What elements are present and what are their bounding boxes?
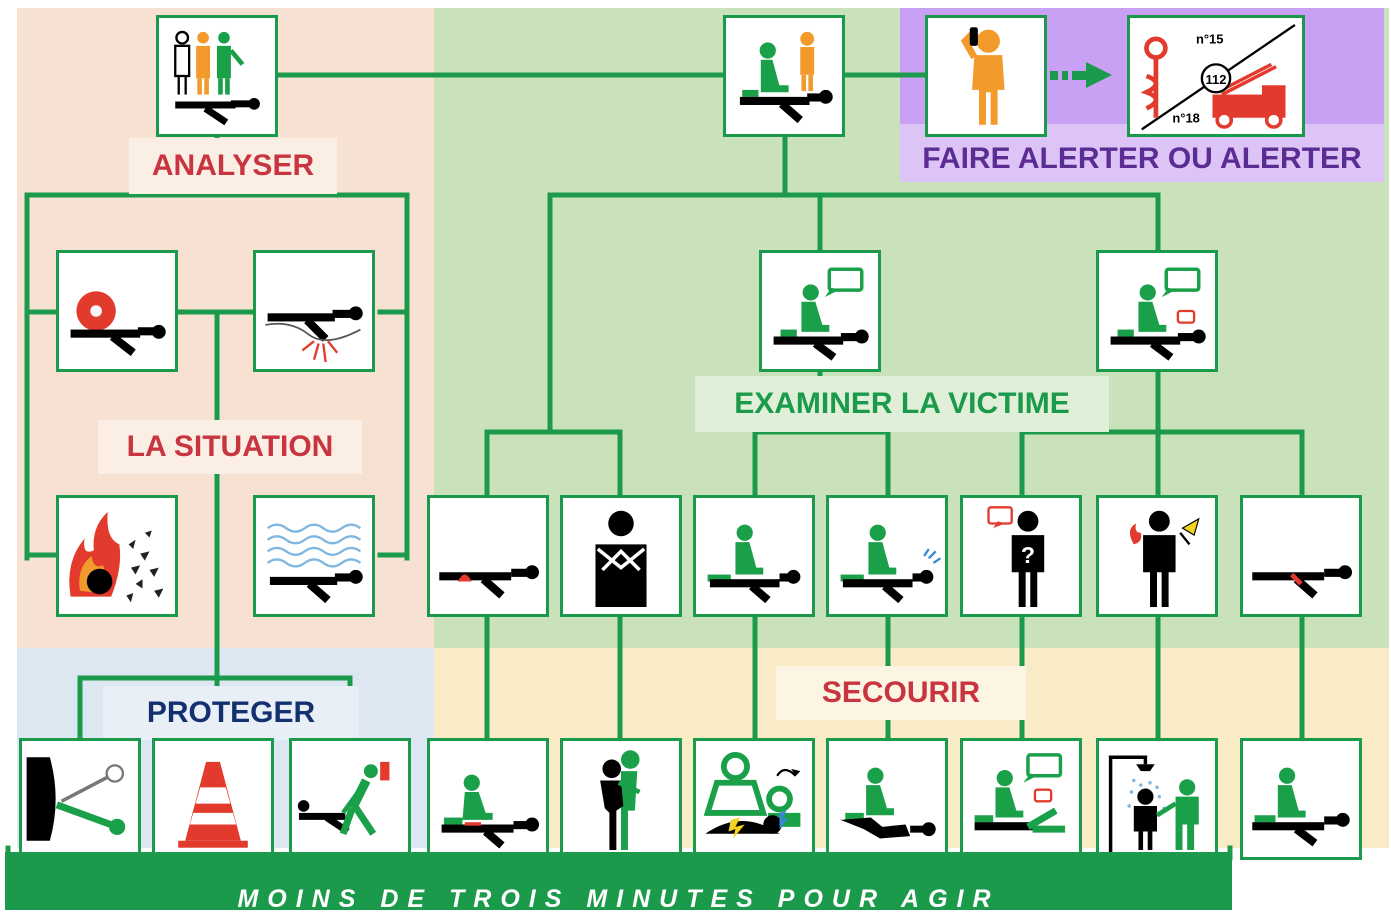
monitor-victim-icon [974,753,1066,833]
sick-person-icon: ? [987,506,1045,608]
analyser-scene-card [156,15,278,137]
case-bleeding-card [427,495,549,617]
rescuer-with-witness-icon [739,31,833,124]
cool-burn-shower-icon [1108,755,1199,853]
unconscious-victim-icon [707,524,801,604]
case-not-breathing-card [826,495,948,617]
aid-cpr-card [693,738,815,860]
talk-to-victim-icon [773,267,869,361]
no-breathing-icon [840,524,942,604]
examiner-label: EXAMINER LA VICTIME [695,376,1109,432]
number-112: 112 [1206,72,1227,87]
protect-electric-cut-card [19,738,141,860]
aid-recovery-card [826,738,948,860]
burn-trauma-icon [1129,510,1200,608]
case-choking-card [560,495,682,617]
traffic-cone-icon [178,761,248,848]
situation-gas-card [253,495,375,617]
assist-victim-icon [1252,767,1350,847]
bleeding-victim-icon [439,565,540,599]
analyser-label: ANALYSER [129,138,337,194]
alert-services-card: 112 n°15 n°18 [1127,15,1305,137]
aid-monitor-card [960,738,1082,860]
rescuer-witness-card [723,15,845,137]
cpr-defibrillation-icon [703,752,801,839]
back-blows-icon [600,750,641,851]
case-wound-card [1240,495,1362,617]
protect-drag-card [289,738,411,860]
emergency-services-icon: 112 n°15 n°18 [1140,24,1296,131]
proteger-label: PROTEGER [103,686,359,740]
footer-text: MOINS DE TROIS MINUTES POUR AGIR [237,885,1000,913]
footer-banner: MOINS DE TROIS MINUTES POUR AGIR [5,852,1232,913]
alert-phone-card [925,15,1047,137]
check-breathing-icon [1110,267,1206,361]
cut-power-icon [26,757,126,841]
bystanders-victim-icon [174,30,260,126]
number-15: n°15 [1196,32,1223,47]
secourir-label: SECOURIR [776,666,1026,720]
aid-shower-card [1096,738,1218,860]
svg-text:?: ? [1021,542,1035,568]
situation-crush-card [56,250,178,372]
recovery-position-icon [840,767,936,839]
electrocution-icon [265,306,363,363]
press-wound-icon [441,774,540,849]
case-trauma-card [1096,495,1218,617]
wounded-victim-icon [1252,565,1353,599]
aid-back-blows-card [560,738,682,860]
alerter-label: FAIRE ALERTER OU ALERTER [922,142,1362,175]
examine-responsive-card [759,250,881,372]
examine-breathing-card [1096,250,1218,372]
case-illness-card: ? [960,495,1082,617]
protect-cone-card [152,738,274,860]
situation-label: LA SITUATION [98,420,362,474]
person-phoning-icon [960,27,1005,125]
emergency-drag-icon [297,761,390,836]
number-18: n°18 [1172,110,1199,125]
choking-person-icon [595,510,647,608]
toxic-gas-icon [266,523,363,604]
case-unconscious-card [693,495,815,617]
aid-compression-card [427,738,549,860]
fire-explosion-icon [69,511,164,603]
crushing-object-icon [70,291,166,356]
situation-electric-card [253,250,375,372]
situation-fire-card [56,495,178,617]
aid-assist-card [1240,738,1362,860]
